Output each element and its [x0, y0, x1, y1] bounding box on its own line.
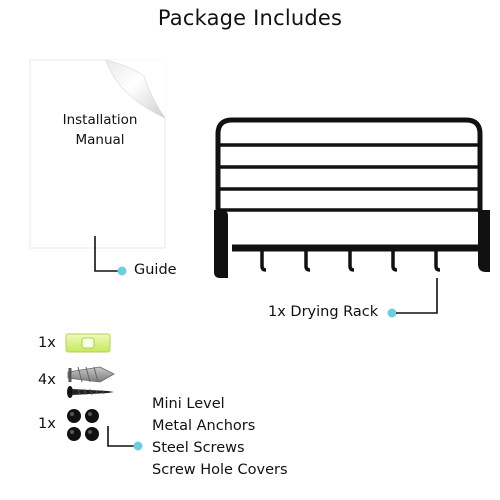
- rack-label: 1x Drying Rack: [268, 304, 379, 320]
- manual-sheet: [29, 59, 166, 249]
- hardware-item: Steel Screws: [152, 440, 245, 456]
- hardware-item: Metal Anchors: [152, 418, 256, 434]
- screw-hole-covers-icon: [67, 409, 99, 441]
- guide-callout: [94, 236, 127, 276]
- hardware-item: Mini Level: [152, 396, 225, 412]
- drying-rack-icon: [214, 117, 490, 278]
- manual-title: Installation Manual: [40, 110, 160, 150]
- level-quantity: 1x: [38, 335, 56, 351]
- anchors-quantity: 4x: [38, 372, 56, 388]
- manual-line-2: Manual: [75, 132, 125, 148]
- hardware-item: Screw Hole Covers: [152, 462, 288, 478]
- rack-dot-icon: [387, 308, 397, 318]
- hardware-items-list: Mini Level Metal Anchors Steel Screws Sc…: [152, 393, 288, 481]
- steel-screw-icon: [67, 386, 114, 398]
- hardware-callout: [107, 426, 143, 451]
- mini-level-icon: [65, 333, 111, 353]
- manual-line-1: Installation: [62, 112, 138, 128]
- hardware-dot-icon: [133, 441, 143, 451]
- page-title: Package Includes: [157, 6, 343, 30]
- covers-quantity: 1x: [38, 416, 56, 432]
- guide-dot-icon: [117, 266, 127, 276]
- metal-anchors-icon: [67, 366, 115, 383]
- rack-callout: [387, 278, 438, 318]
- guide-label: Guide: [134, 262, 177, 278]
